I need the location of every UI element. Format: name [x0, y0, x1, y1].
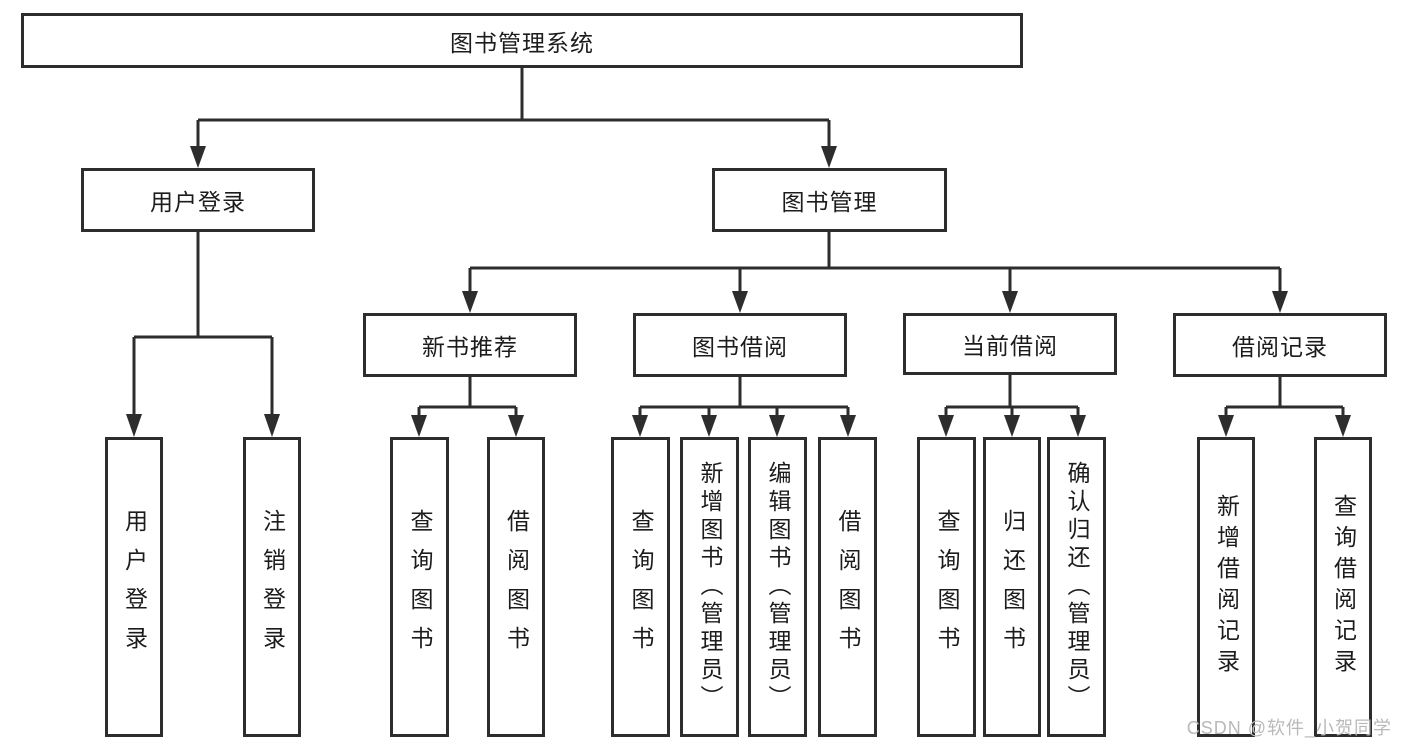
- leaf-user-login: 用户登录: [105, 437, 163, 737]
- csdn-watermark: CSDN @软件_小贺同学: [1186, 718, 1392, 738]
- leaf-nbr-borrow-books: 借阅图书: [487, 437, 545, 737]
- leaf-bb-edit-books-admin-label: 编辑图书（管理员）: [765, 461, 791, 713]
- node-current-borrow-label: 当前借阅: [962, 333, 1058, 359]
- leaf-cb-confirm-return-admin: 确认归还（管理员）: [1047, 437, 1106, 737]
- leaf-br-query-record-label: 查询借阅记录: [1330, 494, 1357, 680]
- leaf-nbr-borrow-books-label: 借阅图书: [503, 509, 530, 665]
- leaf-cb-query-books: 查询图书: [917, 437, 976, 737]
- node-new-book-rec: 新书推荐: [363, 313, 577, 377]
- connector-book-mgmt: [462, 232, 1288, 313]
- node-user-login-branch: 用户登录: [81, 168, 315, 232]
- connector-root-split: [190, 68, 837, 168]
- connector-user-login: [126, 232, 280, 437]
- leaf-cb-query-books-label: 查询图书: [934, 509, 960, 665]
- connector-borrow-record: [1218, 377, 1351, 437]
- leaf-br-add-record-label: 新增借阅记录: [1213, 494, 1240, 680]
- leaf-cb-return-books: 归还图书: [983, 437, 1041, 737]
- leaf-user-login-label: 用户登录: [121, 509, 148, 665]
- node-book-mgmt-branch-label: 图书管理: [781, 189, 878, 215]
- leaf-nbr-query-books-label: 查询图书: [407, 509, 433, 665]
- node-user-login-branch-label: 用户登录: [150, 189, 246, 215]
- connector-book-borrow: [632, 377, 856, 437]
- node-borrow-record-label: 借阅记录: [1232, 334, 1328, 360]
- leaf-bb-add-books-admin: 新增图书（管理员）: [680, 437, 739, 737]
- node-root-label: 图书管理系统: [450, 29, 594, 56]
- leaf-br-query-record: 查询借阅记录: [1314, 437, 1372, 737]
- leaf-logout: 注销登录: [243, 437, 301, 737]
- node-new-book-rec-label: 新书推荐: [422, 334, 518, 360]
- leaf-nbr-query-books: 查询图书: [390, 437, 449, 737]
- connector-current-borrow: [938, 374, 1086, 437]
- leaf-bb-add-books-admin-label: 新增图书（管理员）: [697, 461, 723, 713]
- leaf-bb-edit-books-admin: 编辑图书（管理员）: [748, 437, 807, 737]
- leaf-bb-borrow-books-label: 借阅图书: [835, 509, 861, 665]
- leaf-bb-query-books-label: 查询图书: [628, 509, 654, 665]
- node-book-mgmt-branch: 图书管理: [712, 168, 947, 232]
- node-borrow-record: 借阅记录: [1173, 313, 1387, 377]
- leaf-br-add-record: 新增借阅记录: [1197, 437, 1255, 737]
- node-current-borrow: 当前借阅: [903, 313, 1117, 375]
- leaf-cb-return-books-label: 归还图书: [999, 509, 1026, 665]
- leaf-logout-label: 注销登录: [259, 509, 286, 665]
- node-root: 图书管理系统: [21, 13, 1023, 68]
- node-book-borrow: 图书借阅: [633, 313, 847, 377]
- leaf-bb-query-books: 查询图书: [611, 437, 670, 737]
- leaf-cb-confirm-return-admin-label: 确认归还（管理员）: [1064, 461, 1090, 713]
- leaf-bb-borrow-books: 借阅图书: [818, 437, 877, 737]
- connector-new-book-rec: [411, 377, 524, 437]
- node-book-borrow-label: 图书借阅: [692, 334, 788, 360]
